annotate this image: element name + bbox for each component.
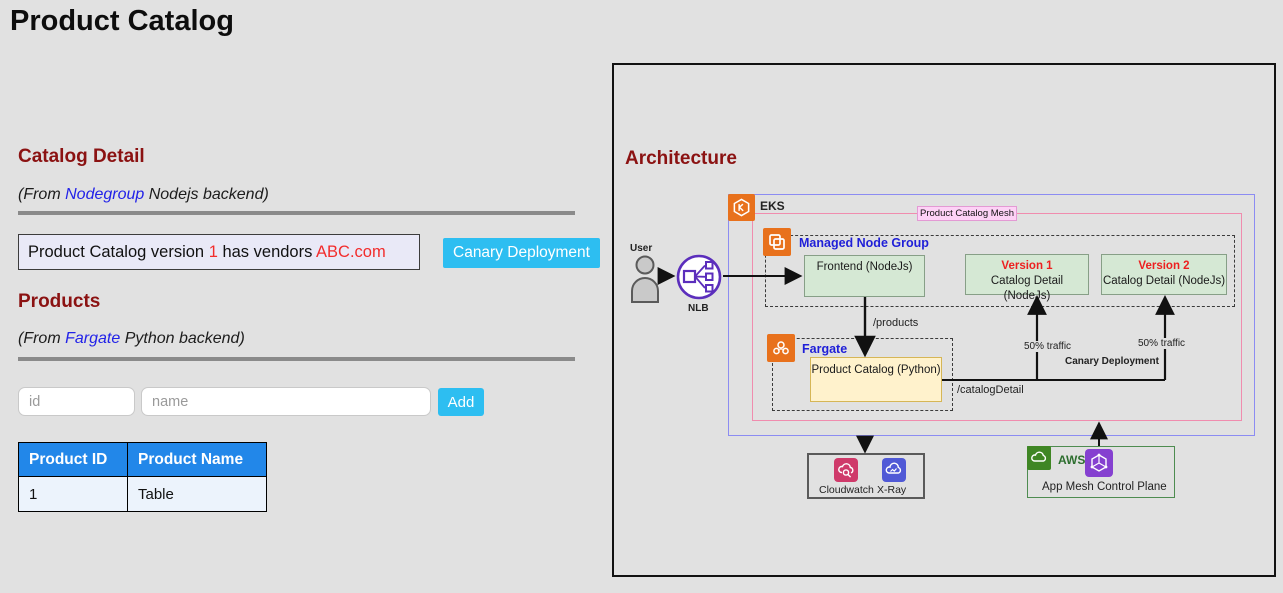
subtitle-prefix: (From xyxy=(18,186,66,203)
appmesh-label: App Mesh Control Plane xyxy=(1042,481,1167,493)
nlb-icon xyxy=(676,254,722,305)
fargate-icon xyxy=(767,334,795,362)
aws-group xyxy=(1027,446,1175,498)
canary-deployment-label: Canary Deployment xyxy=(1065,356,1159,367)
version1-sub: Catalog Detail (NodeJs) xyxy=(990,275,1064,302)
cloudwatch-label: Cloudwatch xyxy=(819,484,874,496)
subtitle-suffix: Nodejs backend) xyxy=(144,186,269,203)
products-subtitle: (From Fargate Python backend) xyxy=(18,330,245,348)
version-number: 1 xyxy=(208,242,218,261)
table-row: 1 Table xyxy=(18,476,267,512)
divider xyxy=(18,357,575,361)
appmesh-icon xyxy=(1085,449,1113,477)
traffic-right-label: 50% traffic xyxy=(1136,338,1188,349)
cloudwatch-icon xyxy=(834,458,858,482)
divider xyxy=(18,211,575,215)
version2-title: Version 2 xyxy=(1138,260,1190,272)
product-catalog-python-node: Product Catalog (Python) xyxy=(810,357,942,402)
nlb-label: NLB xyxy=(688,303,709,314)
fargate-label: Fargate xyxy=(802,342,848,356)
xray-label: X-Ray xyxy=(877,484,907,496)
page-title: Product Catalog xyxy=(10,5,234,37)
architecture-panel: Architecture User NLB EKS Product Catalo… xyxy=(612,63,1276,577)
subtitle-suffix: Python backend) xyxy=(120,330,245,347)
products-route-label: /products xyxy=(873,317,919,329)
vendor-name: ABC.com xyxy=(316,242,386,261)
managed-node-group-icon xyxy=(763,228,791,256)
nodegroup-link[interactable]: Nodegroup xyxy=(65,186,145,203)
frontend-label: Frontend (NodeJs) xyxy=(816,261,913,273)
frontend-node: Frontend (NodeJs) xyxy=(804,255,925,297)
catalog-detail-heading: Catalog Detail xyxy=(18,146,145,167)
products-heading: Products xyxy=(18,291,101,312)
product-id-input[interactable] xyxy=(18,387,135,416)
table-header-row: Product ID Product Name xyxy=(18,442,267,477)
traffic-left-label: 50% traffic xyxy=(1022,341,1074,352)
add-product-button[interactable]: Add xyxy=(438,388,484,416)
version-text: Product Catalog version xyxy=(28,242,209,261)
managed-node-group-boundary xyxy=(765,235,1235,307)
eks-label: EKS xyxy=(760,199,785,213)
catalog-detail-subtitle: (From Nodegroup Nodejs backend) xyxy=(18,186,269,204)
product-name-header: Product Name xyxy=(127,442,267,477)
version2-sub: Catalog Detail (NodeJs) xyxy=(1102,275,1226,287)
user-label: User xyxy=(630,243,653,254)
user-icon xyxy=(628,255,662,308)
product-name-input[interactable] xyxy=(141,387,431,416)
products-table: Product ID Product Name 1 Table xyxy=(18,442,267,512)
aws-label: AWS xyxy=(1058,453,1086,467)
architecture-heading: Architecture xyxy=(625,148,737,169)
catalog-version-box: Product Catalog version 1 has vendors AB… xyxy=(18,234,420,270)
eks-icon xyxy=(728,194,755,221)
aws-cloud-icon xyxy=(1027,446,1051,470)
fargate-link[interactable]: Fargate xyxy=(65,330,121,347)
product-id-cell: 1 xyxy=(18,476,128,512)
xray-icon xyxy=(882,458,906,482)
catalog-route-label: /catalogDetail xyxy=(957,384,1024,396)
mesh-badge: Product Catalog Mesh xyxy=(917,206,1017,221)
product-name-cell: Table xyxy=(127,476,267,512)
eks-boundary xyxy=(728,194,1255,436)
managed-node-group-label: Managed Node Group xyxy=(799,236,929,250)
version1-title: Version 1 xyxy=(1001,260,1053,272)
version1-node: Version 1 Catalog Detail (NodeJs) xyxy=(965,254,1089,302)
subtitle-prefix: (From xyxy=(18,330,66,347)
canary-deployment-button[interactable]: Canary Deployment xyxy=(443,238,600,268)
python-label: Product Catalog (Python) xyxy=(811,364,941,376)
version-text-2: has vendors xyxy=(217,242,317,261)
observability-group xyxy=(807,453,925,499)
product-id-header: Product ID xyxy=(18,442,128,477)
version2-node: Version 2 Catalog Detail (NodeJs) xyxy=(1101,254,1227,295)
